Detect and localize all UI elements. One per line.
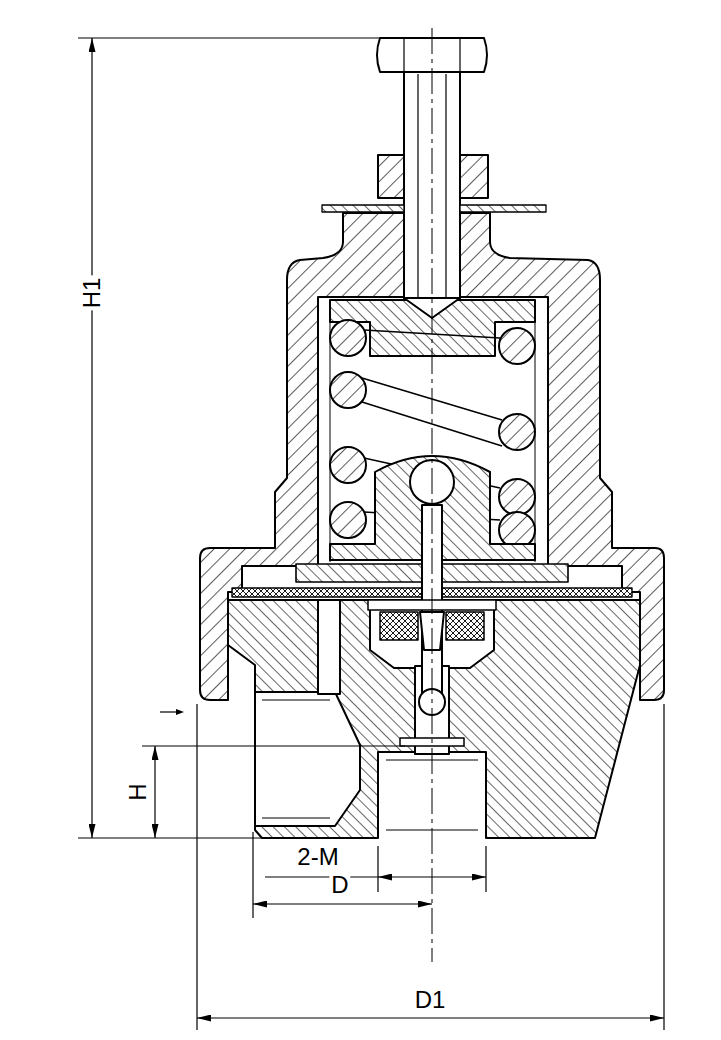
dimension-label: H xyxy=(126,781,150,802)
dimension-label: H1 xyxy=(80,276,104,311)
dimension-label: D1 xyxy=(413,988,448,1012)
dimension-lines xyxy=(78,38,664,1030)
dimension-label: 2-M xyxy=(295,845,340,869)
dimension-label: D xyxy=(329,873,350,897)
center-line xyxy=(432,28,433,962)
flow-arrow xyxy=(160,709,184,715)
